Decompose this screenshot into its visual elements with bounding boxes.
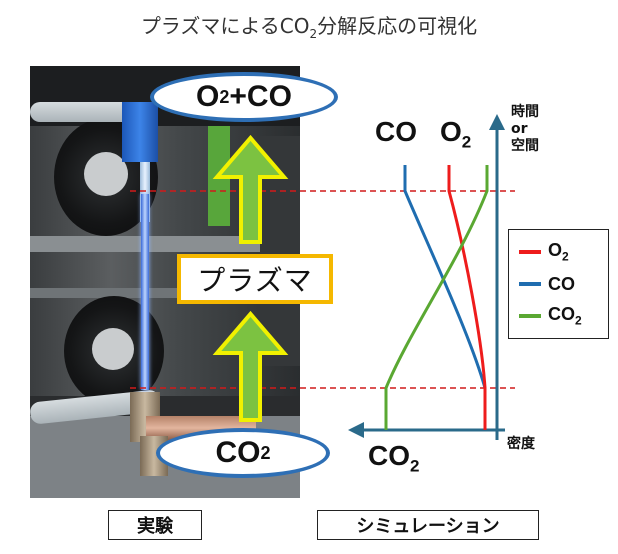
legend-text-co: CO (548, 273, 575, 294)
simulation-caption: シミュレーション (317, 510, 539, 540)
plasma-label-box: プラズマ (177, 254, 333, 304)
fan-upper-label (84, 152, 128, 196)
o2-curve (447, 165, 487, 430)
fan-lower-label (92, 328, 134, 370)
axis-y-label: 時間 or 空間 (511, 104, 539, 154)
legend-swatch-co2 (519, 314, 541, 318)
label-co2: CO2 (368, 440, 420, 476)
legend-item-co: CO (519, 272, 609, 296)
legend-text-co2: CO2 (548, 304, 582, 328)
co-curve (403, 165, 487, 389)
legend-text-o2: O2 (548, 240, 569, 264)
flow-arrow-upper (212, 134, 289, 244)
quartz-tube-upper (140, 162, 150, 222)
flow-arrow-lower (212, 310, 289, 422)
density-axis-arrowhead (348, 422, 364, 438)
hose-upper (30, 102, 140, 122)
plate-upper (30, 236, 300, 252)
plate-middle (30, 288, 300, 298)
figure-title: プラズマによるCO2分解反応の可視化 (140, 14, 478, 41)
legend: O2 CO CO2 (508, 229, 609, 339)
legend-swatch-co (519, 282, 541, 286)
co2-curve (384, 165, 489, 430)
experiment-caption: 実験 (108, 510, 202, 540)
legend-item-o2: O2 (519, 240, 609, 264)
blue-fitting (122, 102, 158, 162)
axis-x-label: 密度 (507, 436, 535, 452)
legend-item-co2: CO2 (519, 304, 609, 328)
label-co: CO (375, 116, 417, 147)
time-axis-arrowhead (489, 114, 505, 130)
plasma-glow (141, 194, 149, 390)
label-o2: O2 (440, 116, 472, 152)
legend-swatch-o2 (519, 250, 541, 254)
